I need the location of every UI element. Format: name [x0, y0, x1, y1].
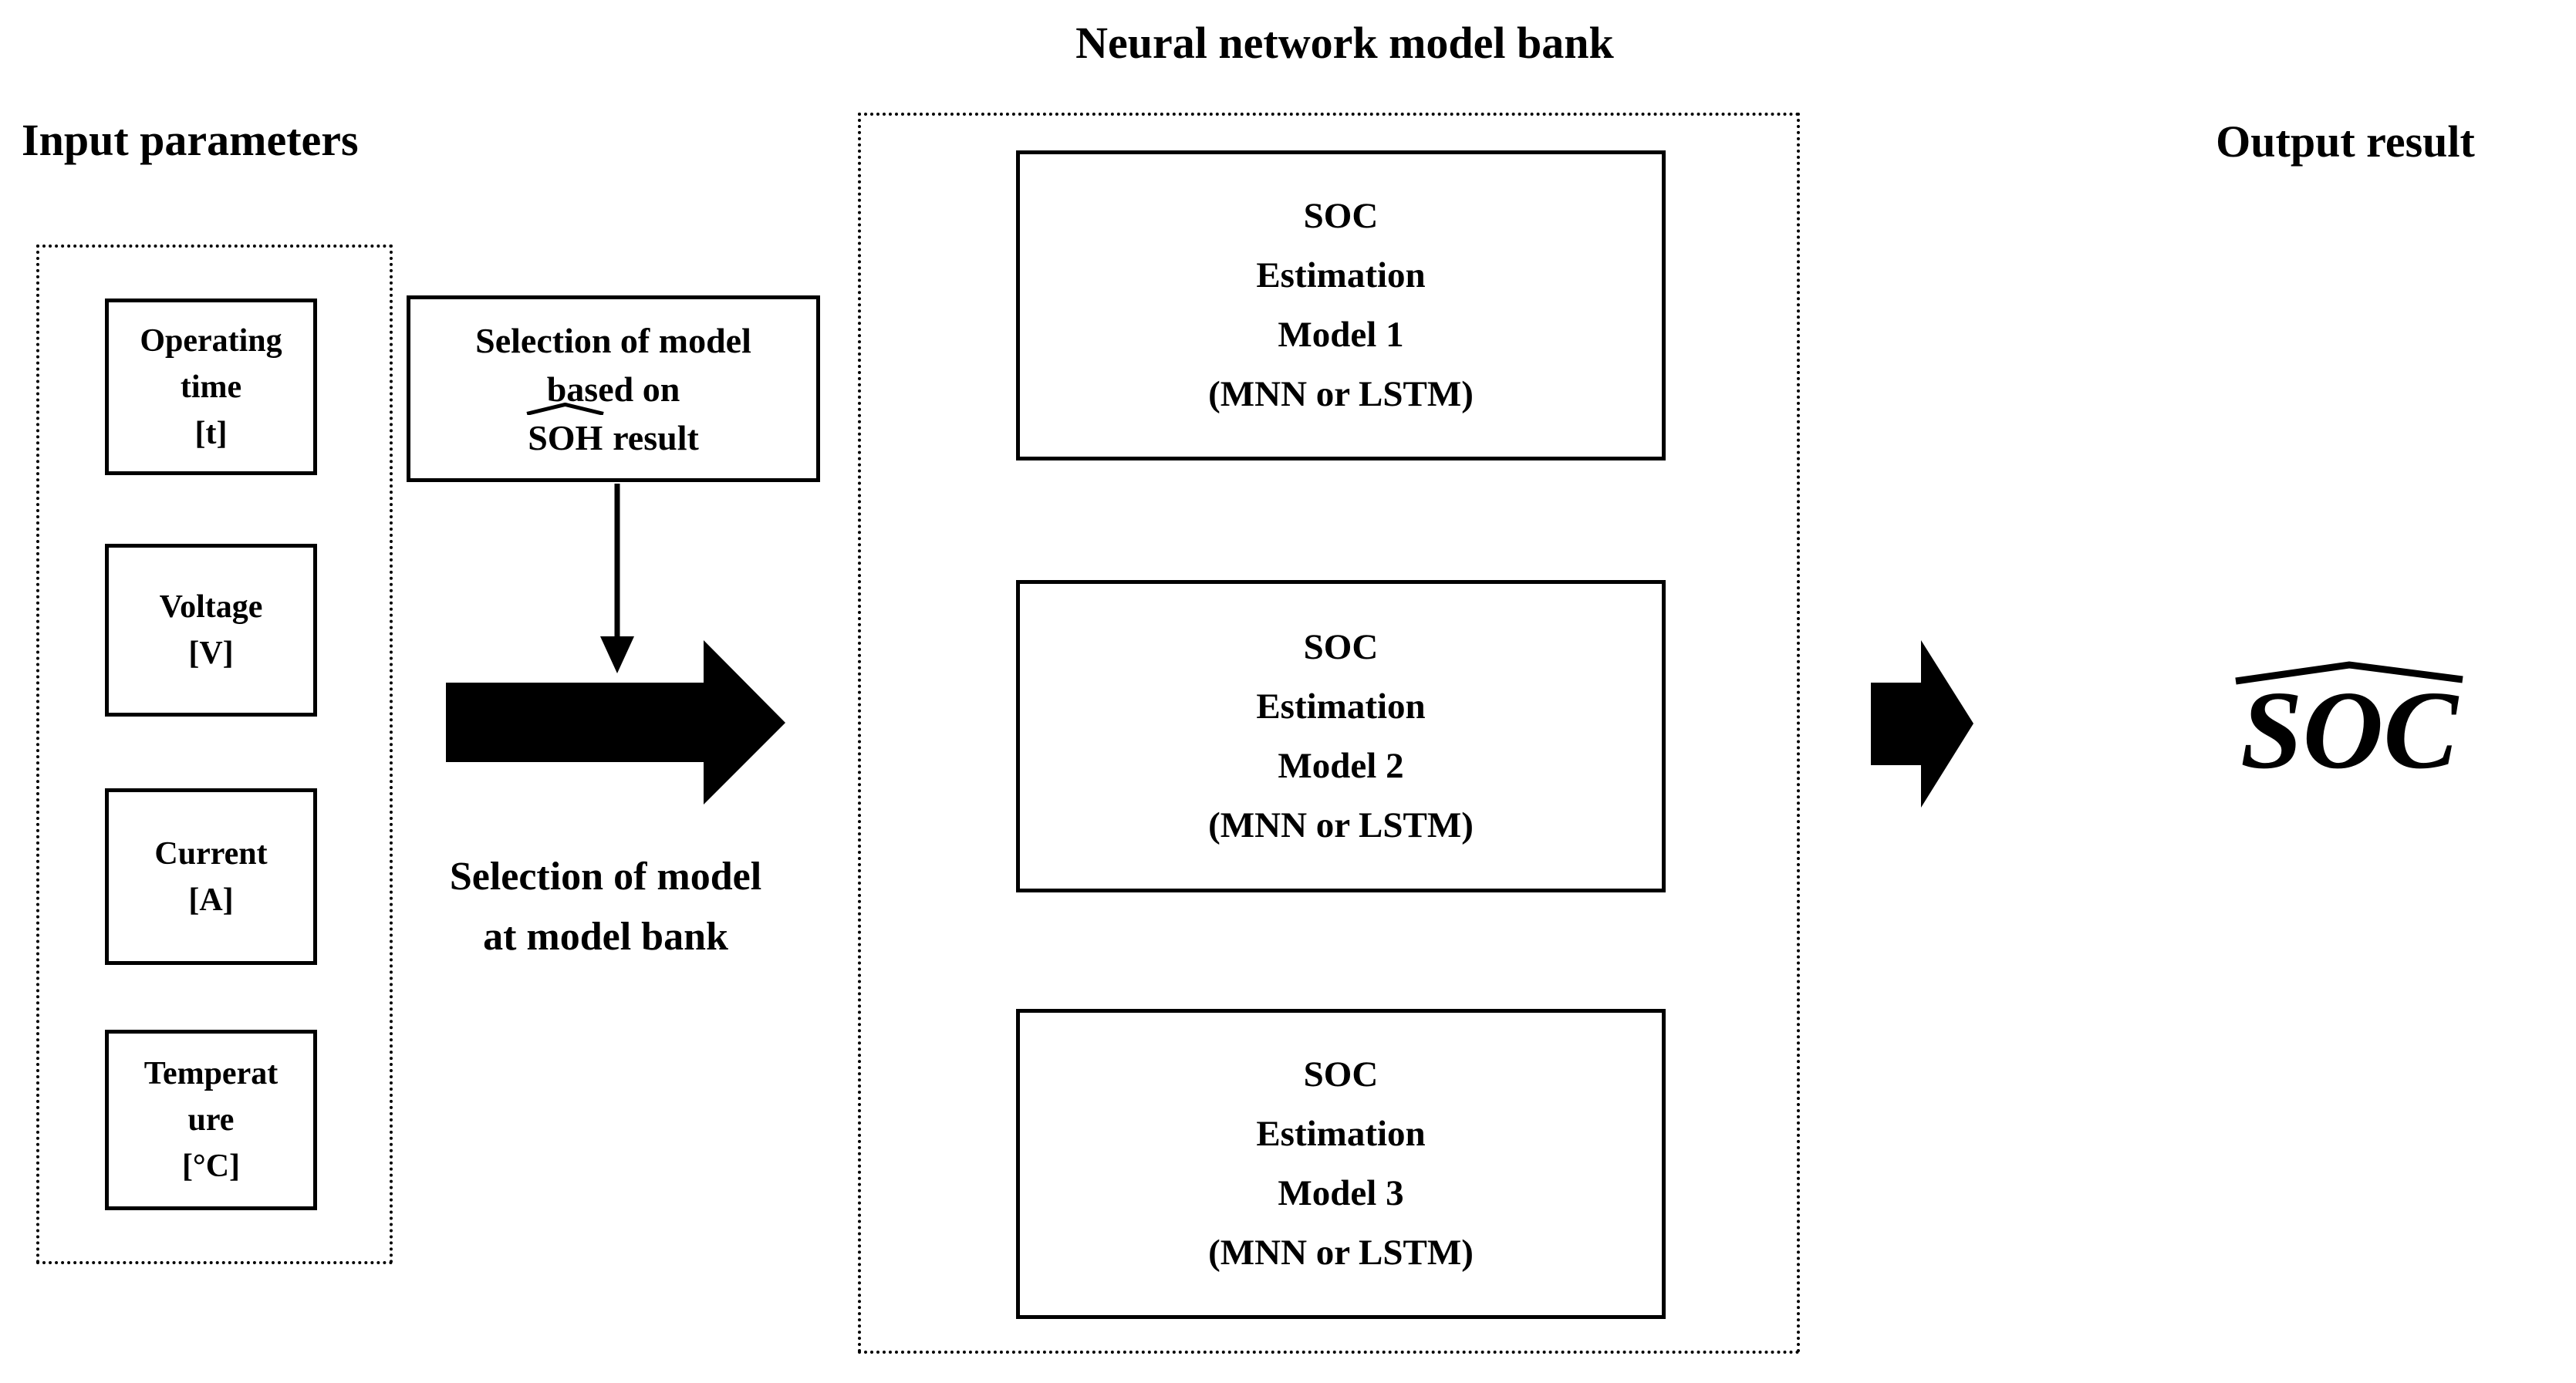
input-parameters-group: [36, 245, 393, 1264]
param-box-temperature: Temperat ure [°C]: [105, 1030, 317, 1210]
model-bank-heading: Neural network model bank: [1075, 18, 1614, 68]
selection-line: Selection of model: [475, 320, 751, 360]
soh-symbol: SOH: [528, 417, 603, 457]
model-line: SOC: [1303, 1054, 1379, 1095]
flow-right-arrow-icon: [446, 640, 785, 805]
param-line: [°C]: [181, 1149, 241, 1184]
down-arrow-icon: [600, 484, 634, 673]
param-line: [t]: [194, 415, 228, 451]
param-box-operating-time: Operating time [t]: [105, 299, 317, 475]
model-line: (MNN or LSTM): [1208, 1233, 1474, 1273]
soc-estimate-output: SOC: [2220, 660, 2478, 792]
model-line: Estimation: [1256, 686, 1426, 727]
model-line: (MNN or LSTM): [1208, 805, 1474, 845]
model-line: SOC: [1303, 626, 1379, 667]
model-line: Model 3: [1278, 1173, 1404, 1213]
model-bank-group: [858, 113, 1800, 1354]
param-line: Voltage: [159, 589, 263, 625]
output-right-arrow-icon: [1871, 640, 1973, 808]
input-parameters-heading: Input parameters: [22, 115, 359, 165]
param-line: [V]: [188, 636, 234, 671]
param-box-voltage: Voltage [V]: [105, 544, 317, 717]
model-line: Estimation: [1256, 1114, 1426, 1154]
param-line: [A]: [188, 882, 234, 918]
soc-model-2-box: SOC Estimation Model 2 (MNN or LSTM): [1016, 580, 1666, 892]
model-line: Model 1: [1278, 315, 1404, 355]
model-line: Estimation: [1256, 255, 1426, 295]
soc-model-1-box: SOC Estimation Model 1 (MNN or LSTM): [1016, 150, 1666, 460]
model-line: (MNN or LSTM): [1208, 374, 1474, 414]
output-result-heading: Output result: [2216, 116, 2475, 167]
selection-line-rest: result: [613, 417, 699, 457]
soc-widehat: [2235, 661, 2463, 685]
param-box-current: Current [A]: [105, 788, 317, 965]
param-line: Temperat: [143, 1056, 279, 1091]
soc-model-3-box: SOC Estimation Model 3 (MNN or LSTM): [1016, 1009, 1666, 1319]
caption-line: at model bank: [483, 915, 728, 959]
model-line: Model 2: [1278, 745, 1404, 786]
caption-line: Selection of model: [449, 855, 762, 899]
soc-symbol: SOC: [2240, 669, 2459, 792]
param-line: time: [180, 369, 242, 405]
model-line: SOC: [1303, 196, 1379, 236]
selection-line: based on: [546, 369, 680, 409]
param-line: Operating: [140, 322, 282, 359]
selection-caption: Selection of model at model bank: [401, 847, 810, 967]
param-line: Current: [154, 835, 268, 872]
soh-widehat: SOH: [528, 413, 603, 462]
param-line: ure: [187, 1102, 235, 1138]
